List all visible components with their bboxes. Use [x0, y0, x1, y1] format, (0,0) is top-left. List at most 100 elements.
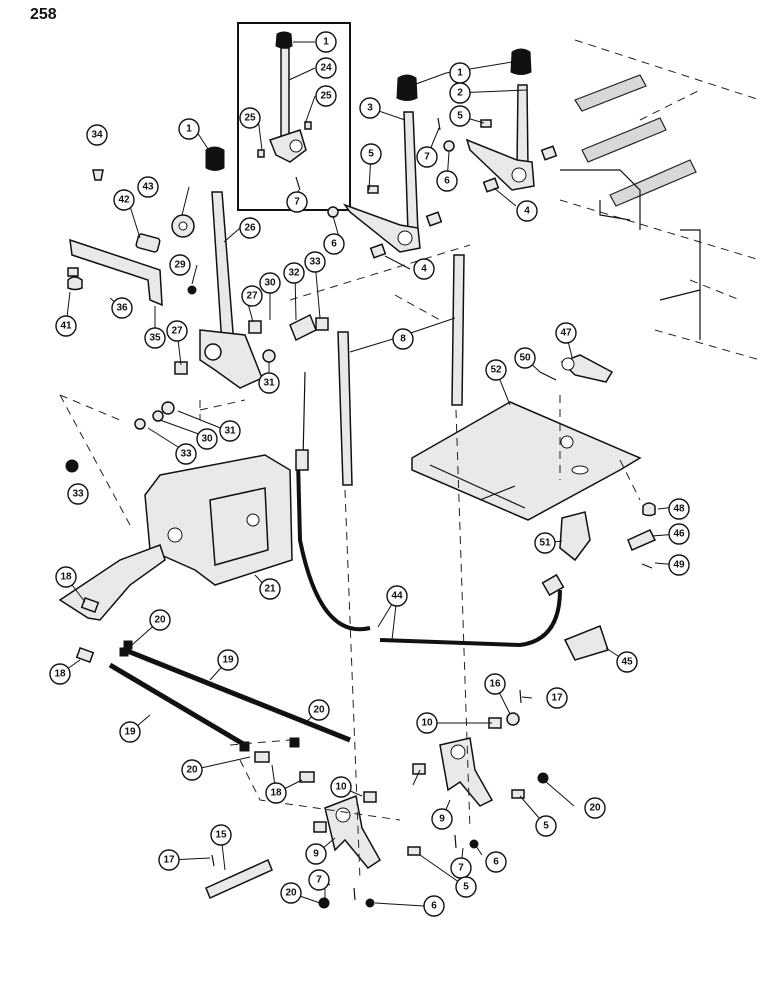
- svg-text:50: 50: [519, 353, 531, 364]
- cover-plate-52: [411, 401, 642, 521]
- svg-text:31: 31: [263, 378, 275, 389]
- callout-25: 25: [239, 107, 261, 129]
- knob-right: [510, 48, 532, 75]
- svg-text:6: 6: [431, 901, 437, 912]
- callout-20: 20: [181, 759, 203, 781]
- callout-10: 10: [416, 712, 438, 734]
- svg-text:44: 44: [391, 591, 403, 602]
- lever-26: [211, 191, 235, 346]
- svg-text:10: 10: [335, 782, 347, 793]
- callout-5: 5: [535, 815, 557, 837]
- callout-51: 51: [534, 532, 556, 554]
- svg-text:51: 51: [539, 538, 551, 549]
- svg-text:20: 20: [589, 803, 601, 814]
- svg-text:20: 20: [313, 705, 325, 716]
- shifter-housing-21: [58, 394, 293, 621]
- callout-9: 9: [305, 843, 327, 865]
- callout-6: 6: [323, 233, 345, 255]
- callout-29: 29: [169, 254, 191, 276]
- callout-33: 33: [304, 251, 326, 273]
- callout-8: 8: [392, 328, 414, 350]
- svg-text:49: 49: [673, 560, 685, 571]
- cable-control-parts: [539, 354, 657, 569]
- alignment-dashes: [199, 395, 641, 881]
- callout-31: 31: [219, 420, 241, 442]
- svg-text:18: 18: [60, 572, 72, 583]
- svg-text:4: 4: [421, 264, 427, 275]
- callout-1: 1: [449, 62, 471, 84]
- svg-text:47: 47: [560, 328, 572, 339]
- lever-assembly-left: [199, 146, 263, 389]
- page-number: 258: [30, 6, 57, 23]
- lever-inset: [280, 47, 290, 141]
- svg-text:4: 4: [524, 206, 530, 217]
- svg-text:25: 25: [244, 113, 256, 124]
- svg-text:29: 29: [174, 260, 186, 271]
- svg-text:41: 41: [60, 321, 72, 332]
- svg-text:5: 5: [368, 149, 374, 160]
- svg-text:33: 33: [72, 489, 84, 500]
- svg-text:45: 45: [621, 657, 633, 668]
- callout-49: 49: [668, 554, 690, 576]
- svg-text:7: 7: [316, 875, 322, 886]
- callout-9: 9: [431, 808, 453, 830]
- svg-text:30: 30: [264, 278, 276, 289]
- callout-50: 50: [514, 347, 536, 369]
- svg-text:46: 46: [673, 529, 685, 540]
- callout-4: 4: [413, 258, 435, 280]
- callout-7: 7: [286, 191, 308, 213]
- svg-text:17: 17: [551, 693, 563, 704]
- svg-text:36: 36: [116, 303, 128, 314]
- callout-18: 18: [55, 566, 77, 588]
- svg-text:10: 10: [421, 718, 433, 729]
- callout-20: 20: [308, 699, 330, 721]
- callout-18: 18: [49, 663, 71, 685]
- callout-34: 34: [86, 124, 108, 146]
- svg-text:32: 32: [288, 268, 300, 279]
- shift-rods-19: [75, 596, 351, 783]
- callout-5: 5: [449, 105, 471, 127]
- callout-46: 46: [668, 523, 690, 545]
- callout-10: 10: [330, 776, 352, 798]
- callout-42: 42: [113, 189, 135, 211]
- svg-text:27: 27: [171, 326, 183, 337]
- svg-text:34: 34: [91, 130, 103, 141]
- svg-text:6: 6: [444, 176, 450, 187]
- svg-text:33: 33: [309, 257, 321, 268]
- svg-text:31: 31: [224, 426, 236, 437]
- bracket-35: [67, 169, 195, 307]
- callout-6: 6: [485, 851, 507, 873]
- svg-text:42: 42: [118, 195, 130, 206]
- svg-text:48: 48: [673, 504, 685, 515]
- callout-5: 5: [360, 143, 382, 165]
- svg-text:17: 17: [163, 855, 175, 866]
- lever-2: [516, 84, 529, 169]
- callout-20: 20: [280, 882, 302, 904]
- lever-assembly-right: [465, 48, 535, 191]
- svg-text:33: 33: [180, 449, 192, 460]
- control-cable-44: [295, 371, 609, 661]
- callout-3: 3: [359, 97, 381, 119]
- svg-text:7: 7: [294, 197, 300, 208]
- callout-21: 21: [259, 578, 281, 600]
- svg-text:19: 19: [222, 655, 234, 666]
- callout-48: 48: [668, 498, 690, 520]
- callout-7: 7: [416, 146, 438, 168]
- callout-1: 1: [315, 31, 337, 53]
- callout-1: 1: [178, 118, 200, 140]
- svg-text:6: 6: [493, 857, 499, 868]
- frame-rail-middle: [581, 117, 667, 163]
- callout-2: 2: [449, 82, 471, 104]
- callout-41: 41: [55, 315, 77, 337]
- callout-35: 35: [144, 327, 166, 349]
- bushings: [174, 117, 558, 375]
- callout-19: 19: [217, 649, 239, 671]
- svg-text:35: 35: [149, 333, 161, 344]
- callout-4: 4: [516, 200, 538, 222]
- callout-33: 33: [67, 483, 89, 505]
- callout-44: 44: [386, 585, 408, 607]
- callout-43: 43: [137, 176, 159, 198]
- inset-lever-detail: [237, 22, 351, 211]
- svg-text:27: 27: [246, 291, 258, 302]
